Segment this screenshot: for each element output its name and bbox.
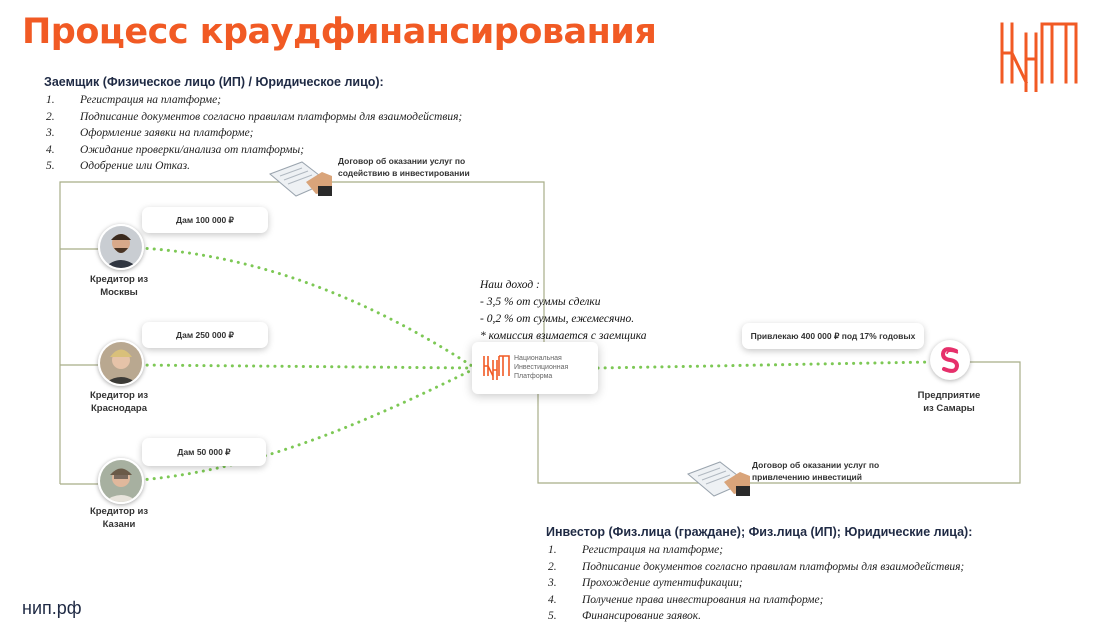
request-pill: Привлекаю 400 000 ₽ под 17% годовых	[742, 323, 924, 349]
list-item: 1.Регистрация на платформе;	[548, 544, 724, 556]
nip-logo	[1000, 22, 1078, 92]
avatar	[98, 224, 144, 270]
list-item: 2.Подписание документов согласно правила…	[548, 560, 965, 573]
company-logo-icon	[940, 347, 960, 373]
company-logo	[930, 340, 970, 380]
borrower-steps: 1.Регистрация на платформе; 2.Подписание…	[46, 92, 462, 175]
page-title: Процесс краудфинансирования	[22, 12, 657, 52]
site-link[interactable]: нип.рф	[22, 598, 82, 618]
avatar	[98, 458, 144, 504]
income-note: Наш доход : - 3,5 % от суммы сделки - 0,…	[480, 279, 647, 342]
flow-company	[596, 360, 932, 370]
bottom-frame-line	[537, 361, 1021, 484]
avatar	[98, 340, 144, 386]
list-item: 3.Прохождение аутентификации;	[548, 577, 743, 589]
borrower-heading: Заемщик (Физическое лицо (ИП) / Юридичес…	[44, 75, 384, 89]
amount-pill: Дам 100 000 ₽	[142, 207, 268, 233]
contract-icon	[269, 161, 332, 197]
list-item: 1.Регистрация на платформе;	[46, 94, 222, 106]
list-item: 4.Получение права инвестирования на плат…	[548, 593, 824, 606]
investor-steps: 1.Регистрация на платформе; 2.Подписание…	[548, 542, 964, 625]
flow-krasnodar	[138, 363, 474, 370]
contract-icon	[687, 461, 750, 497]
flow-kazan	[138, 368, 474, 482]
list-item: 5.Одобрение или Отказ.	[46, 160, 190, 172]
flow-moscow	[138, 246, 474, 368]
nip-logo-small	[483, 355, 510, 380]
list-item: 4.Ожидание проверки/анализа от платформы…	[46, 143, 305, 156]
list-item: 5.Финансирование заявок.	[548, 610, 702, 622]
list-item: 2.Подписание документов согласно правила…	[46, 110, 463, 123]
investor-heading: Инвестор (Физ.лица (граждане); Физ.лица …	[546, 525, 973, 539]
amount-pill: Дам 250 000 ₽	[142, 322, 268, 348]
list-item: 3.Оформление заявки на платформе;	[46, 127, 254, 139]
amount-pill: Дам 50 000 ₽	[142, 438, 266, 466]
